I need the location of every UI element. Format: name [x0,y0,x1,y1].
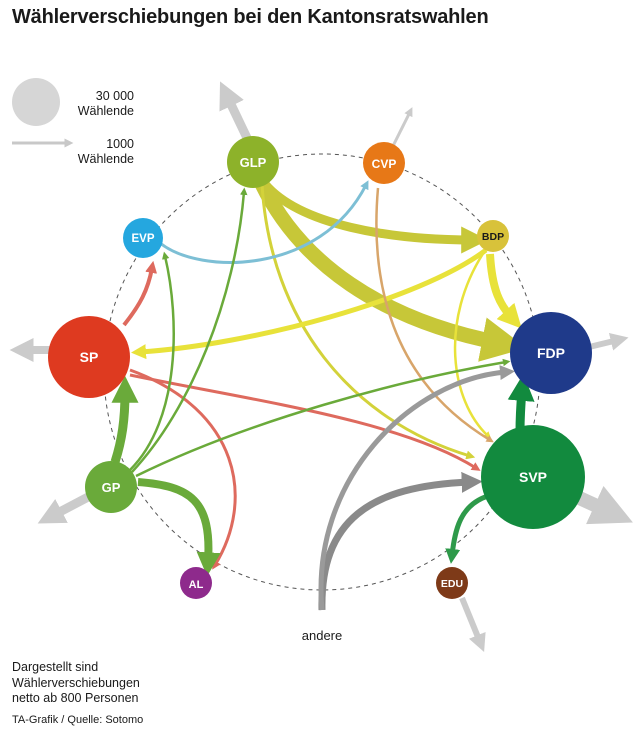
node-gp-label: GP [102,480,121,495]
flow-sp-evp [122,260,158,327]
node-al-label: AL [189,579,204,591]
outflow-svp [572,485,633,525]
node-edu-circle [436,567,468,599]
node-bdp: BDP [477,220,509,252]
flow-bdp-sp [131,248,488,360]
node-evp-label: EVP [131,233,154,245]
outflow-arrows [9,81,633,652]
node-cvp-label: CVP [372,157,397,171]
outflow-glp [219,81,253,142]
footnote-line-2: Wählerverschiebungen [12,675,140,690]
footnote-line-1: Dargestellt sind [12,660,99,674]
legend-circle-value: 30 000 [95,89,134,103]
node-al: AL [180,567,212,599]
flow-glp-svp [260,183,476,460]
outflow-edu [459,596,486,652]
node-sp-circle [48,316,130,398]
legend-circle [12,78,60,126]
node-cvp: CVP [363,142,405,184]
flow-gp-evp [129,251,175,471]
flow-andere-fdp [318,365,515,611]
flow-gp-al [137,478,221,577]
node-gp-circle [85,461,137,513]
outflow-cvp [390,107,413,149]
node-al-circle [180,567,212,599]
flow-bdp-fdp [486,253,522,329]
node-bdp-label: BDP [482,231,504,243]
other-voters-label: andere [302,628,342,643]
node-svp-circle [481,425,585,529]
chart-title: Wählerverschiebungen bei den Kantonsrats… [12,6,489,28]
footnote: Dargestellt sind Wählerverschiebungen ne… [12,660,140,707]
legend-arrow-unit: Wählende [77,152,134,166]
node-edu: EDU [436,567,468,599]
flow-gp-fdp [135,358,511,478]
outflow-gp [37,492,93,524]
footnote-line-3: netto ab 800 Personen [12,691,139,705]
node-bdp-circle [477,220,509,252]
node-cvp-circle [363,142,405,184]
flow-glp-bdp [261,180,489,254]
node-gp: GP [85,461,137,513]
node-glp-circle [227,136,279,188]
flow-svp-fdp [507,373,535,433]
flow-gp-glp [131,187,248,473]
node-svp-label: SVP [519,469,547,485]
legend-circle-unit: Wählende [77,104,134,118]
flow-arrows [110,180,535,611]
flow-sp-al [129,368,237,570]
node-svp: SVP [481,425,585,529]
legend-arrow-text: 1000 Wählende [60,137,134,167]
party-nodes: GLP CVP BDP FDP SVP EDU AL GP [48,136,592,599]
flow-sp-svp [129,373,481,471]
flow-bdp-svp [453,251,492,440]
legend-arrow-value: 1000 [106,137,134,151]
node-sp-label: SP [80,349,99,365]
legend-circle-text: 30 000 Wählende [60,89,134,119]
node-sp: SP [48,316,130,398]
flow-evp-cvp [159,180,369,264]
node-evp: EVP [123,218,163,258]
node-fdp-circle [510,312,592,394]
flow-cvp-svp [375,187,494,443]
node-glp-label: GLP [240,155,267,170]
node-fdp: FDP [510,312,592,394]
node-fdp-label: FDP [537,345,565,361]
node-glp: GLP [227,136,279,188]
node-edu-label: EDU [441,578,463,590]
flow-gp-sp [110,375,139,464]
node-evp-circle [123,218,163,258]
source-note: TA-Grafik / Quelle: Sotomo [12,714,144,726]
flow-svp-edu [445,493,489,564]
